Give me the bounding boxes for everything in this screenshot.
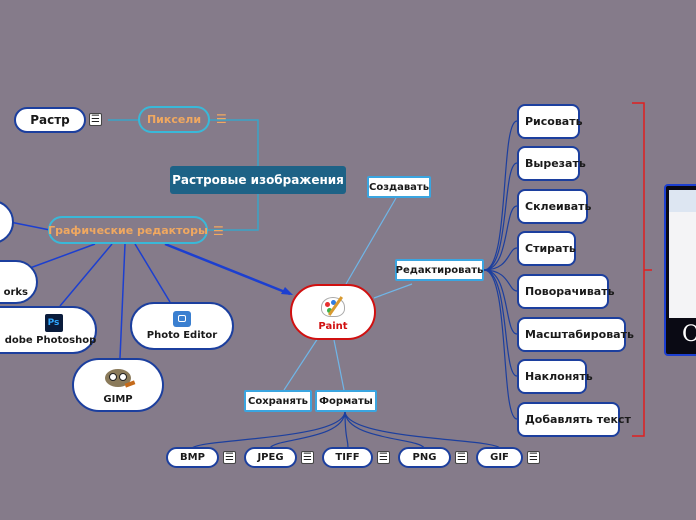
editor-photoshop-label: dobe Photoshop <box>4 335 97 346</box>
edit-item[interactable]: Вырезать <box>517 146 586 181</box>
action-formats[interactable]: Форматы <box>315 390 377 412</box>
format-item[interactable]: GIF <box>476 447 523 468</box>
gimp-icon <box>99 366 137 390</box>
link-editors-photo-editor <box>134 243 171 303</box>
format-item-label: PNG <box>412 452 437 463</box>
editor-works[interactable]: orks <box>0 260 38 304</box>
link-root-editors <box>205 192 259 231</box>
editor-gimp[interactable]: GIMP <box>72 358 164 412</box>
topic-graphic-editors-label: Графические редакторы <box>48 223 208 237</box>
topic-graphic-editors[interactable]: Графические редакторы <box>48 216 208 244</box>
editor-photo-editor-label: Photo Editor <box>146 330 218 341</box>
format-item-label: GIF <box>490 452 509 463</box>
preview-caption: O <box>682 322 696 347</box>
root-topic[interactable]: Растровые изображения <box>170 166 346 194</box>
topic-paint[interactable]: Paint <box>290 284 376 340</box>
preview-toolbar <box>669 190 696 212</box>
edit-item-label: Рисовать <box>525 115 583 128</box>
link-paint-edit <box>373 283 413 299</box>
action-edit[interactable]: Редактировать <box>395 259 484 281</box>
link-editors-photoshop <box>59 243 113 307</box>
edit-item-label: Добавлять текст <box>525 413 631 426</box>
edit-item-label: Наклонять <box>525 370 593 383</box>
format-item[interactable]: PNG <box>398 447 451 468</box>
format-menu-icon[interactable]: ☰ <box>527 451 540 464</box>
format-item[interactable]: BMP <box>166 447 219 468</box>
action-create-label: Создавать <box>368 181 430 193</box>
link-paint-save <box>283 337 319 391</box>
edit-item[interactable]: Стирать <box>517 231 576 266</box>
editor-gimp-label: GIMP <box>103 393 133 405</box>
link-editors-gimp <box>119 243 126 359</box>
edit-item[interactable]: Масштабировать <box>517 317 634 352</box>
edit-item[interactable]: Склеивать <box>517 189 592 224</box>
format-menu-icon[interactable]: ☰ <box>223 451 236 464</box>
formats-fan-lines <box>191 410 501 449</box>
format-menu-icon[interactable]: ☰ <box>455 451 468 464</box>
edit-item-label: Масштабировать <box>525 328 634 341</box>
topic-pixels-label: Пиксели <box>146 113 202 126</box>
topic-raster-label: Растр <box>30 113 70 127</box>
editor-works-label: orks <box>3 286 28 298</box>
editor-photoshop[interactable]: Ps dobe Photoshop <box>0 306 97 354</box>
topic-paint-label: Paint <box>318 320 348 332</box>
edit-item[interactable]: Наклонять <box>517 359 593 394</box>
format-item[interactable]: TIFF <box>322 447 373 468</box>
format-item-label: TIFF <box>335 452 360 463</box>
action-create[interactable]: Создавать <box>367 176 431 198</box>
action-edit-label: Редактировать <box>395 264 484 276</box>
format-item[interactable]: JPEG <box>244 447 297 468</box>
action-save[interactable]: Сохранять <box>244 390 312 412</box>
link-root-pixels <box>205 119 259 168</box>
photoshop-icon: Ps <box>44 314 63 332</box>
edit-item-label: Склеивать <box>525 200 592 213</box>
link-editors-paint <box>164 242 291 296</box>
topic-pixels[interactable]: Пиксели <box>138 106 210 133</box>
edit-item[interactable]: Добавлять текст <box>517 402 631 437</box>
format-menu-icon[interactable]: ☰ <box>377 451 390 464</box>
arrow-head-paint <box>281 287 293 295</box>
edit-fan-lines <box>483 120 518 420</box>
summary-bracket <box>632 102 652 437</box>
format-item-label: JPEG <box>257 452 284 463</box>
pixels-menu-icon[interactable]: ☰ <box>216 112 227 126</box>
edit-item-label: Вырезать <box>525 157 586 170</box>
format-menu-icon[interactable]: ☰ <box>301 451 314 464</box>
link-paint-formats <box>333 339 345 391</box>
action-formats-label: Форматы <box>319 395 373 407</box>
edit-item-label: Поворачивать <box>525 285 615 298</box>
link-paint-create <box>345 197 397 285</box>
topic-raster[interactable]: Растр <box>14 107 86 133</box>
link-editors-left <box>9 221 51 231</box>
paint-icon <box>318 293 348 319</box>
format-item-label: BMP <box>180 452 205 463</box>
root-topic-label: Растровые изображения <box>172 173 344 187</box>
editor-photo-editor[interactable]: Photo Editor <box>130 302 234 350</box>
editors-menu-icon[interactable]: ☰ <box>213 224 224 238</box>
photo-editor-icon <box>173 311 191 327</box>
link-editors-works <box>29 243 96 269</box>
summary-preview-image[interactable]: O <box>664 184 696 356</box>
action-save-label: Сохранять <box>247 395 308 407</box>
raster-menu-icon[interactable]: ☰ <box>89 113 102 126</box>
edit-item[interactable]: Поворачивать <box>517 274 615 309</box>
edit-item[interactable]: Рисовать <box>517 104 583 139</box>
edit-item-label: Стирать <box>525 242 576 255</box>
